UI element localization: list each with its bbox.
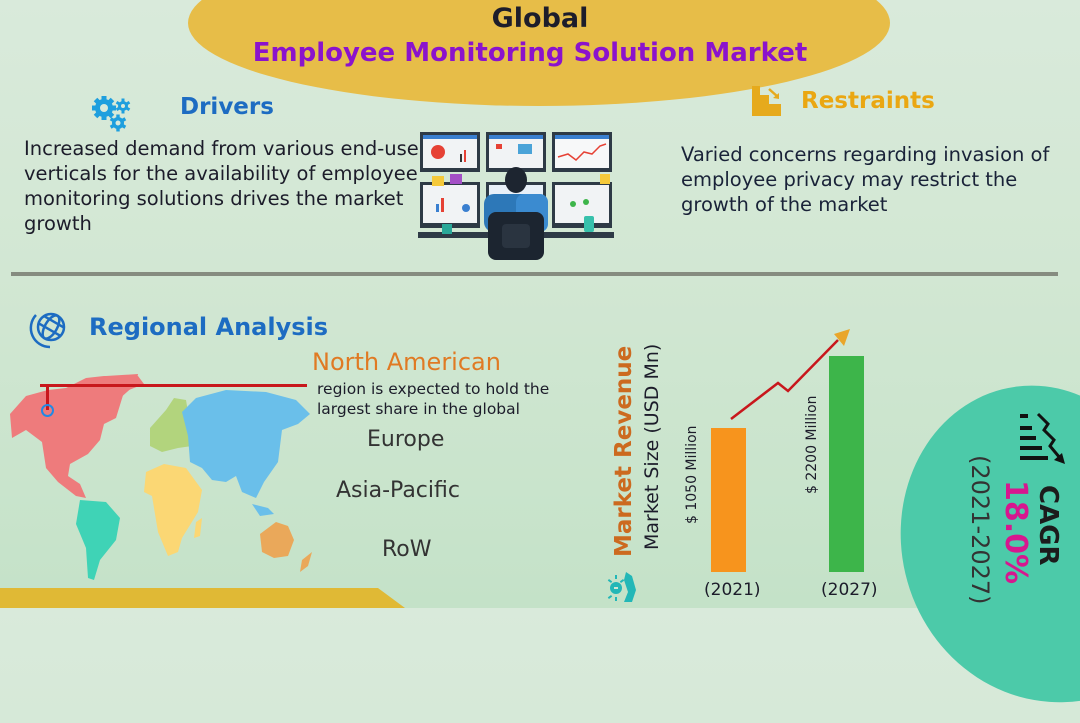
region-row: RoW (382, 537, 432, 562)
world-map (6, 372, 316, 582)
map-oceania (260, 522, 294, 558)
chart-ylabel: Market Size (USD Mn) (641, 343, 663, 551)
map-asia (182, 390, 310, 498)
page-title-market: Employee Monitoring Solution Market (252, 38, 808, 68)
chart-title: Market Revenue (611, 345, 637, 557)
declining-stairs-icon (752, 86, 784, 116)
person-monitoring-screens-illustration (418, 132, 614, 260)
cagr-value: 18.0% (998, 480, 1033, 585)
trend-arrow-icon (726, 326, 852, 422)
drivers-heading: Drivers (180, 94, 274, 120)
cagr-label: CAGR (1033, 485, 1063, 566)
cagr-period: (2021-2027) (966, 455, 994, 605)
map-africa (144, 464, 202, 556)
money-hand-icon (606, 568, 640, 604)
restraints-heading: Restraints (801, 88, 935, 114)
restraints-text: Varied concerns regarding invasion of em… (681, 143, 1050, 216)
map-europe (150, 398, 192, 452)
x-label-2021: (2021) (704, 580, 761, 600)
callout-line (40, 384, 307, 387)
globe-icon (28, 309, 70, 349)
north-america-marker (41, 404, 54, 417)
region-asia-pacific: Asia-Pacific (336, 478, 460, 503)
north-american-description: region is expected to hold the largest s… (317, 380, 550, 418)
x-label-2027: (2027) (821, 580, 878, 600)
regional-analysis-heading: Regional Analysis (89, 313, 329, 341)
bar-2027 (829, 356, 864, 572)
bar-label-2021: $ 1050 Million (684, 425, 700, 524)
declining-bars-arrow-icon (1016, 410, 1068, 466)
map-south-america (76, 500, 120, 580)
section-divider (11, 272, 1058, 276)
gears-icon (90, 94, 132, 134)
footer-accent-strip (0, 588, 405, 608)
callout-line-vertical (46, 384, 49, 410)
region-europe: Europe (367, 427, 445, 452)
drivers-text: Increased demand from various end-use ve… (24, 137, 419, 235)
north-american-label: North American (312, 348, 501, 376)
bar-2021 (711, 428, 746, 572)
page-title-global: Global (491, 3, 589, 34)
